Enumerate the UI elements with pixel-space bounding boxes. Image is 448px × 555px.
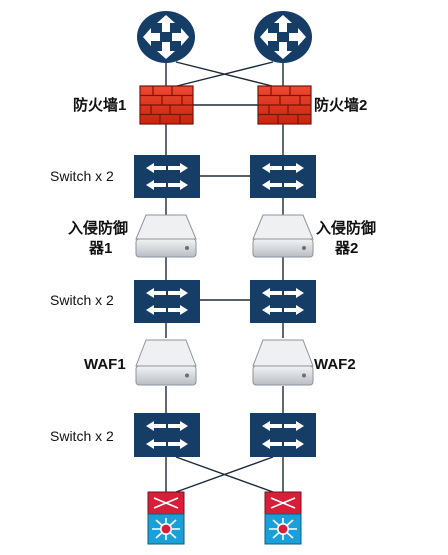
label-fw1: 防火墙1	[73, 96, 126, 114]
router-2	[254, 11, 312, 63]
link-router2-fw1	[176, 61, 274, 87]
label-ips2-line2: 器2	[334, 240, 358, 257]
firewall-2	[257, 85, 312, 125]
workgroup-switch-icon	[134, 280, 200, 323]
workgroup-switch-icon	[134, 155, 200, 198]
link-sw6-core1	[175, 456, 274, 493]
label-waf2: WAF2	[314, 356, 356, 373]
label-switch-row2: Switch x 2	[50, 292, 114, 308]
switch-row2-right	[250, 280, 316, 323]
label-ips1-line1: 入侵防御	[68, 219, 128, 237]
label-fw2: 防火墙2	[314, 96, 367, 114]
workgroup-switch-icon	[250, 280, 316, 323]
appliance-box-icon	[252, 214, 314, 258]
router-icon	[254, 11, 312, 63]
ips-2	[252, 214, 314, 258]
switch-row1-right	[250, 155, 316, 198]
connections	[165, 61, 284, 493]
label-waf1: WAF1	[84, 356, 126, 373]
firewall-1	[139, 85, 194, 125]
waf-1	[135, 339, 197, 386]
appliance-box-icon	[252, 339, 314, 386]
label-ips2-line1: 入侵防御	[316, 219, 376, 237]
appliance-box-icon	[135, 214, 197, 258]
switch-row3-right	[250, 413, 316, 457]
router-icon	[137, 11, 195, 63]
switch-row1-left	[134, 155, 200, 198]
switch-row3-left	[134, 413, 200, 457]
core-switch-2	[264, 491, 302, 545]
core-switch-1	[147, 491, 185, 545]
appliance-box-icon	[135, 339, 197, 386]
switch-row2-left	[134, 280, 200, 323]
waf-2	[252, 339, 314, 386]
router-1	[137, 11, 195, 63]
label-ips1-line2: 器1	[88, 240, 112, 257]
workgroup-switch-icon	[134, 413, 200, 457]
firewall-brick-icon	[257, 85, 312, 125]
label-switch-row3: Switch x 2	[50, 428, 114, 444]
ips-1	[135, 214, 197, 258]
layer3-switch-icon	[264, 491, 302, 545]
workgroup-switch-icon	[250, 413, 316, 457]
label-switch-row1: Switch x 2	[50, 168, 114, 184]
layer3-switch-icon	[147, 491, 185, 545]
firewall-brick-icon	[139, 85, 194, 125]
workgroup-switch-icon	[250, 155, 316, 198]
